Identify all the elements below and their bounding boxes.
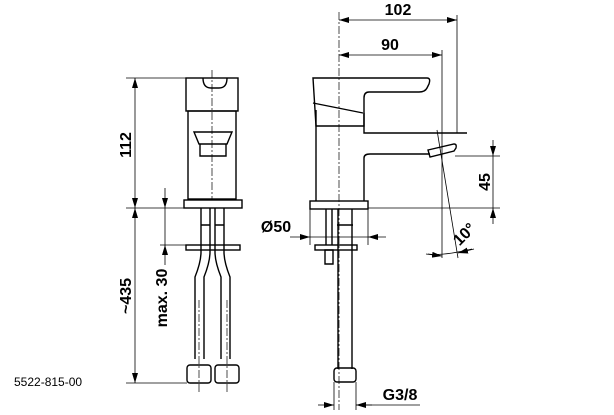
dim-hose-length: ~435 bbox=[118, 278, 135, 314]
dim-spout-reach: 90 bbox=[381, 37, 399, 54]
dim-spout-height: 45 bbox=[477, 173, 494, 191]
dim-max-thickness: max. 30 bbox=[154, 269, 171, 328]
dim-height: 112 bbox=[118, 132, 135, 158]
part-number: 5522-815-00 bbox=[14, 375, 82, 389]
dim-thread: G3/8 bbox=[383, 387, 418, 404]
dim-angle: 10° bbox=[450, 220, 479, 249]
side-view: 102 90 45 10° Ø50 G3/8 bbox=[261, 2, 500, 410]
dim-base-diameter: Ø50 bbox=[261, 219, 291, 236]
front-view: 112 ~435 max. 30 bbox=[118, 70, 243, 392]
dim-width-total: 102 bbox=[385, 2, 412, 19]
